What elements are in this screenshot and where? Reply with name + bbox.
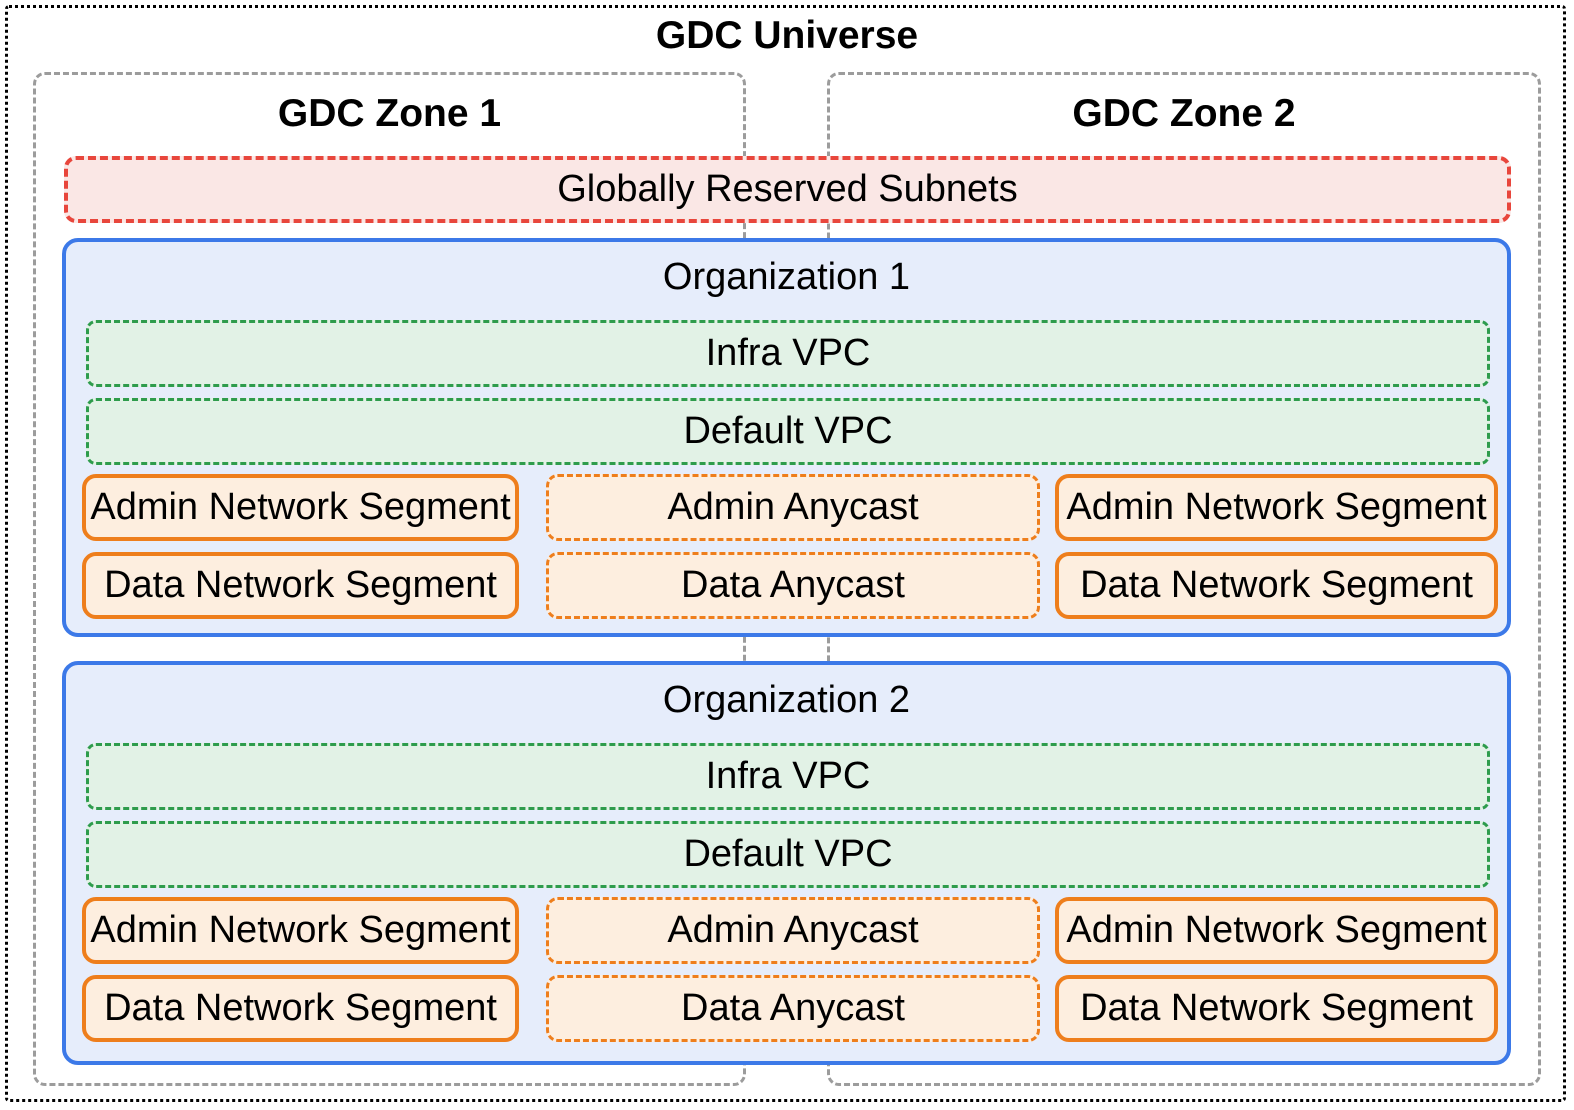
organization-1: Organization 1 Infra VPC Default VPC Adm… <box>62 238 1511 637</box>
organization-1-title: Organization 1 <box>662 256 911 298</box>
org2-default-vpc: Default VPC <box>86 821 1490 888</box>
org2-zone2-admin-network-segment: Admin Network Segment <box>1055 897 1498 964</box>
org2-data-anycast: Data Anycast <box>546 975 1040 1042</box>
gdc-zone-2-title: GDC Zone 2 <box>1072 92 1296 135</box>
org1-default-vpc: Default VPC <box>86 398 1490 465</box>
org2-admin-anycast: Admin Anycast <box>546 897 1040 964</box>
org2-zone2-data-network-segment: Data Network Segment <box>1055 975 1498 1042</box>
organization-2-title: Organization 2 <box>662 679 911 721</box>
org2-zone1-admin-network-segment: Admin Network Segment <box>82 897 519 964</box>
organization-2: Organization 2 Infra VPC Default VPC Adm… <box>62 661 1511 1065</box>
org1-zone2-data-network-segment: Data Network Segment <box>1055 552 1498 619</box>
org1-zone1-data-network-segment: Data Network Segment <box>82 552 519 619</box>
org1-infra-vpc: Infra VPC <box>86 320 1490 387</box>
universe-dotted-border <box>5 5 1566 1102</box>
org2-infra-vpc: Infra VPC <box>86 743 1490 810</box>
globally-reserved-subnets: Globally Reserved Subnets <box>64 156 1511 223</box>
org1-zone2-admin-network-segment: Admin Network Segment <box>1055 474 1498 541</box>
gdc-zone-1-title: GDC Zone 1 <box>277 92 502 135</box>
org1-admin-anycast: Admin Anycast <box>546 474 1040 541</box>
org1-zone1-admin-network-segment: Admin Network Segment <box>82 474 519 541</box>
org2-zone1-data-network-segment: Data Network Segment <box>82 975 519 1042</box>
org1-data-anycast: Data Anycast <box>546 552 1040 619</box>
universe-title: GDC Universe <box>655 14 919 57</box>
